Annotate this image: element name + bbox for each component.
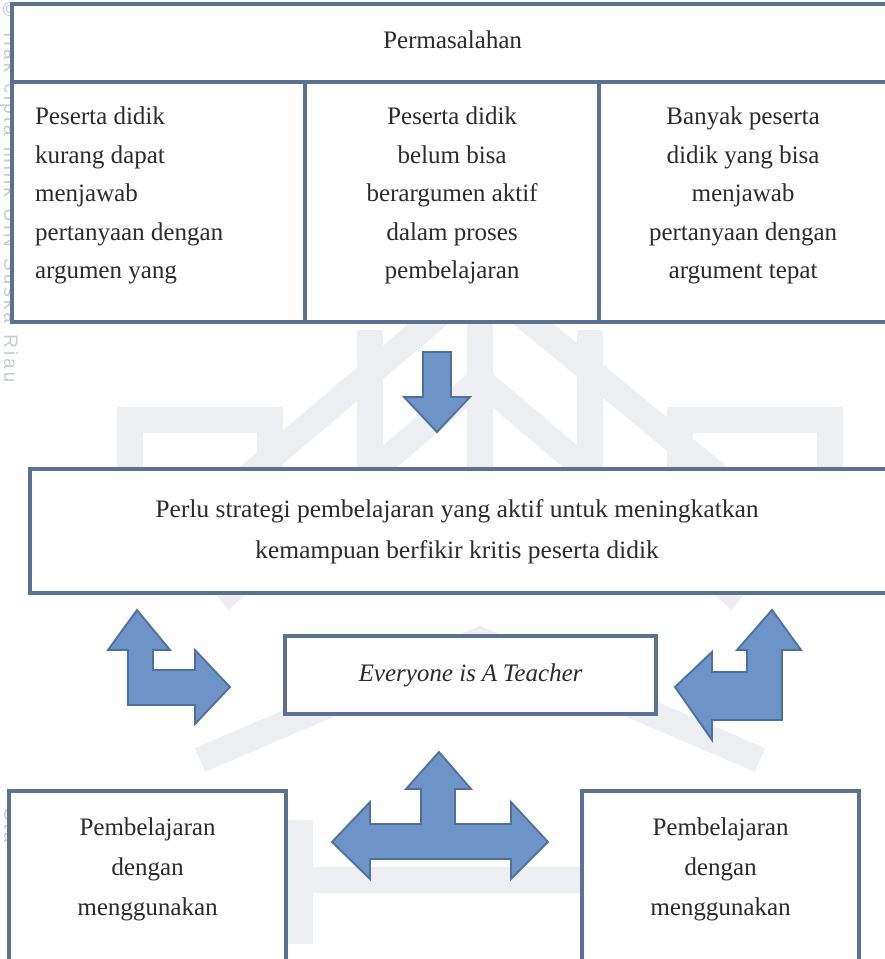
problem-item-2: Peserta didik belum bisa berargumen akti… bbox=[307, 98, 597, 291]
problems-column-divider-1 bbox=[303, 82, 307, 324]
learning-right-line: menggunakan bbox=[650, 894, 791, 921]
learning-box-right bbox=[580, 789, 861, 959]
learning-text-left: Pembelajaran dengan menggunakan bbox=[7, 808, 288, 928]
learning-right-line: dengan bbox=[684, 854, 757, 881]
arrow-down-icon bbox=[401, 351, 473, 434]
need-text-line: Perlu strategi pembelajaran yang aktif u… bbox=[155, 494, 759, 523]
problem-item-3-line: argument tepat bbox=[668, 257, 818, 284]
problem-item-3-line: Banyak peserta bbox=[666, 103, 820, 130]
need-text: Perlu strategi pembelajaran yang aktif u… bbox=[28, 488, 885, 570]
problem-item-1-line: argumen yang bbox=[35, 257, 177, 284]
problem-item-2-line: berargumen aktif bbox=[366, 180, 538, 207]
strategy-label: Everyone is A Teacher bbox=[358, 660, 583, 687]
problem-item-2-line: belum bisa bbox=[397, 141, 507, 169]
need-text-line: kemampuan berfikir kritis peserta didik bbox=[255, 535, 659, 564]
problem-item-1-line: Peserta didik bbox=[35, 103, 165, 130]
arrow-elbow-left-icon bbox=[106, 608, 232, 727]
problems-divider bbox=[10, 80, 885, 84]
learning-left-line: menggunakan bbox=[77, 894, 218, 921]
problems-column-divider-2 bbox=[597, 82, 601, 324]
learning-box-left bbox=[7, 789, 288, 959]
problem-item-1: Peserta didik kurang dapat menjawab pert… bbox=[35, 98, 300, 291]
problem-item-3-line: menjawab bbox=[691, 180, 795, 207]
need-box bbox=[28, 467, 885, 595]
problem-item-1-line: kurang dapat bbox=[35, 141, 165, 169]
problem-item-2-line: pembelajaran bbox=[384, 257, 520, 284]
arrow-elbow-right-icon bbox=[673, 608, 803, 744]
problems-table bbox=[10, 2, 885, 324]
strategy-box bbox=[283, 634, 658, 716]
learning-left-line: Pembelajaran bbox=[79, 814, 216, 841]
arrow-three-way-icon bbox=[330, 750, 550, 882]
problem-item-3-line: didik yang bisa bbox=[666, 141, 820, 169]
problems-header: Permasalahan bbox=[383, 27, 522, 54]
learning-left-line: dengan bbox=[111, 854, 184, 881]
problem-item-1-line: menjawab bbox=[35, 180, 138, 207]
problem-item-2-line: dalam proses bbox=[386, 218, 518, 246]
problem-item-1-line: pertanyaan dengan bbox=[35, 218, 224, 246]
problem-item-3: Banyak peserta didik yang bisa menjawab … bbox=[601, 98, 885, 291]
learning-right-line: Pembelajaran bbox=[652, 814, 789, 841]
problem-item-2-line: Peserta didik bbox=[387, 103, 517, 130]
learning-text-right: Pembelajaran dengan menggunakan bbox=[580, 808, 861, 928]
problem-item-3-line: pertanyaan dengan bbox=[648, 218, 838, 246]
